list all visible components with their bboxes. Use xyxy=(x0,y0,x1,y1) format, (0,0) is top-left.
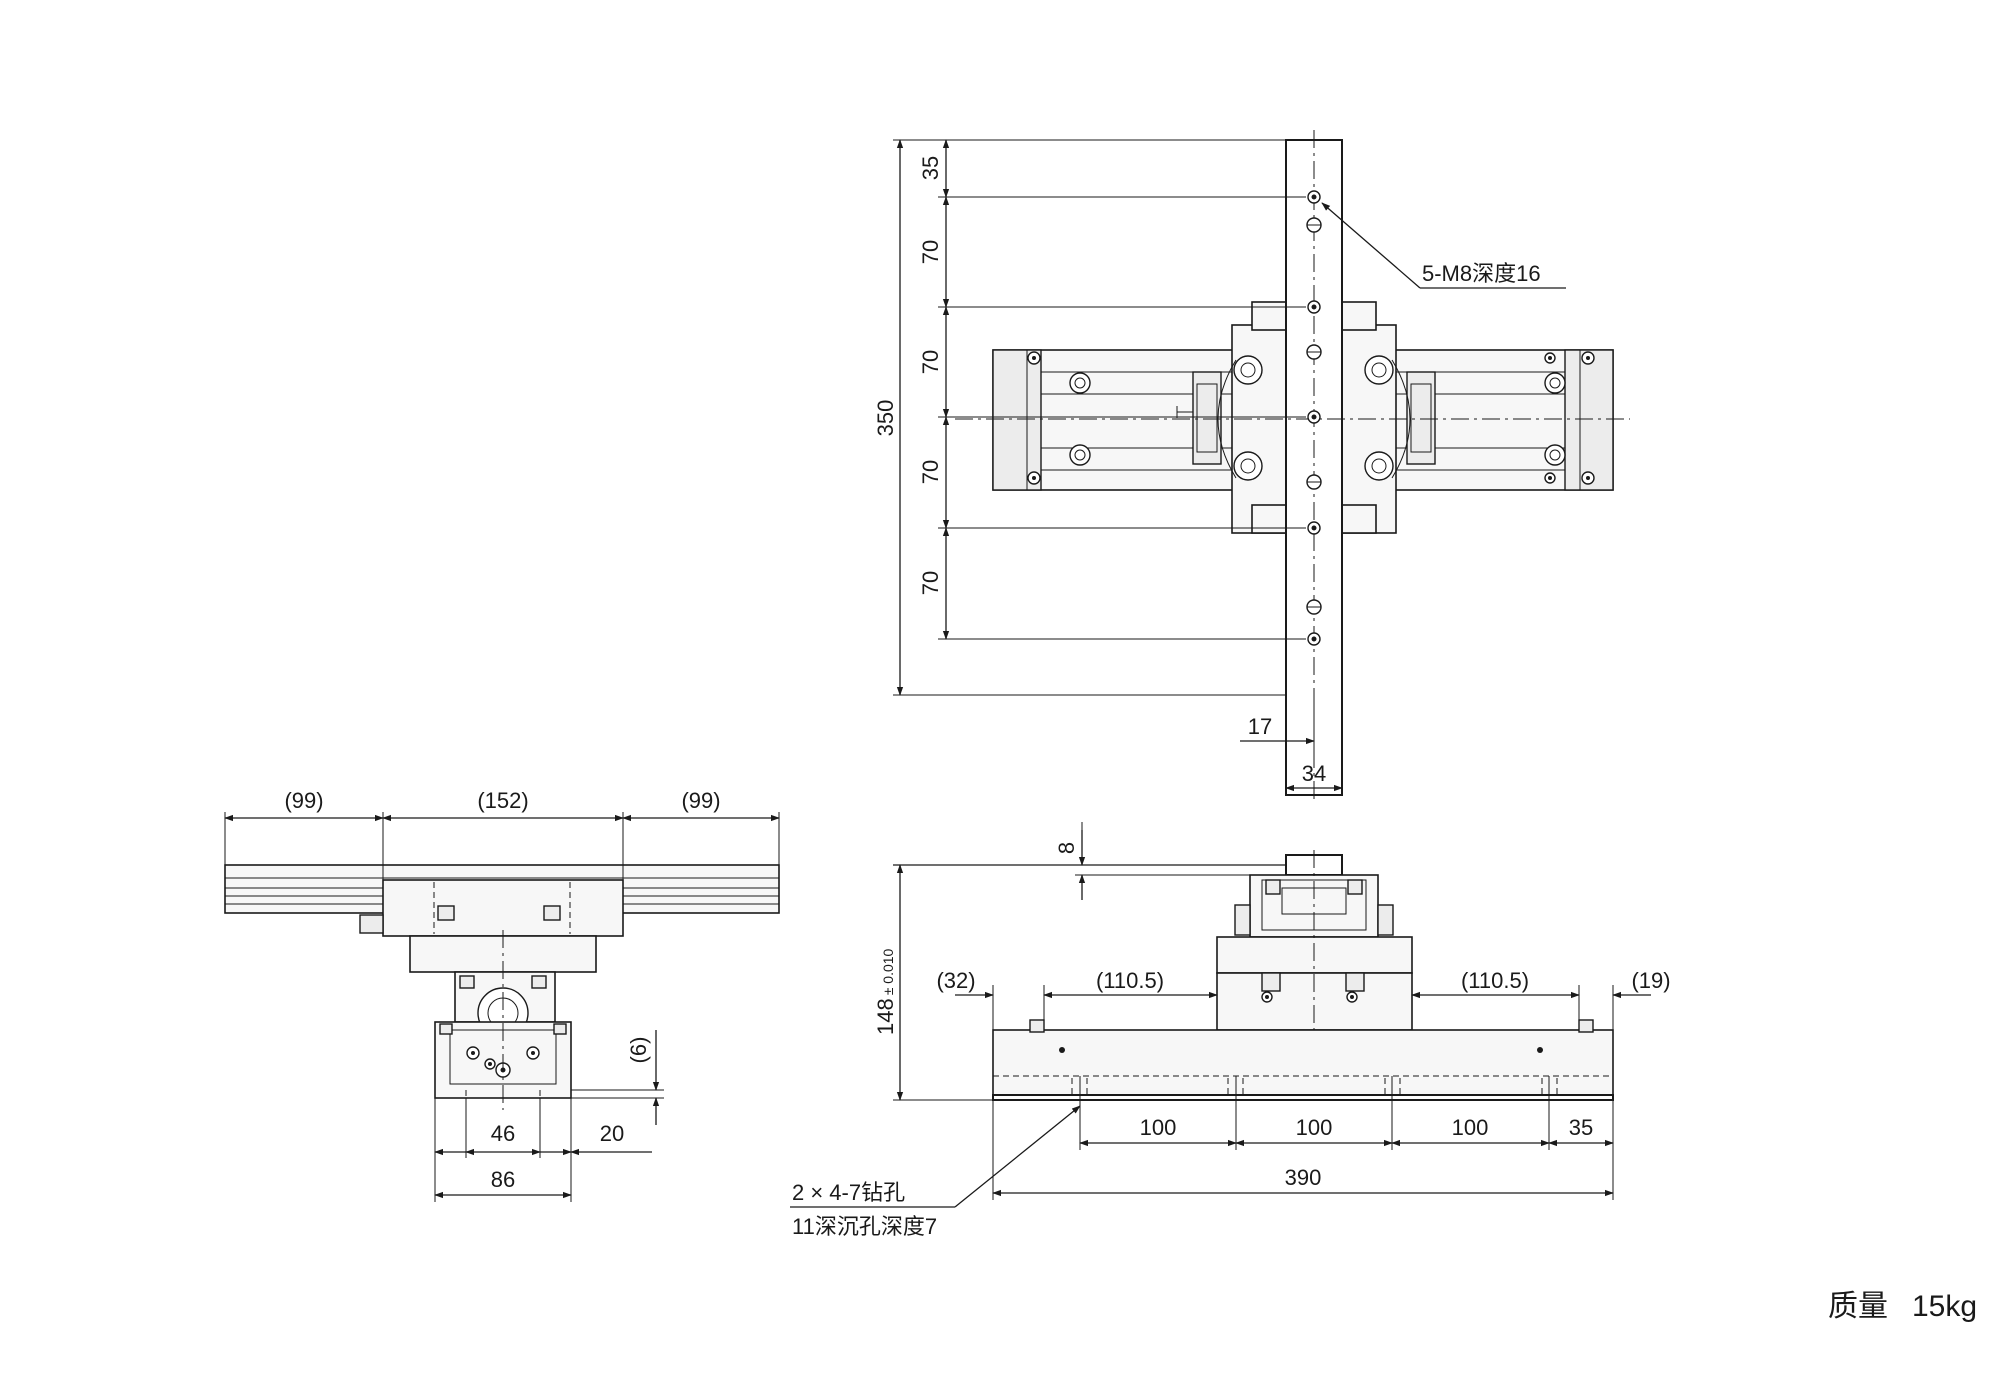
dim-35: 35 xyxy=(918,156,943,180)
dim-86: 86 xyxy=(491,1167,515,1192)
dim-6: (6) xyxy=(626,1037,651,1064)
mass-caption: 质量 xyxy=(1828,1290,1888,1323)
dim-390: 390 xyxy=(1285,1165,1322,1190)
left-view: (99) (152) (99) (6) 46 20 86 xyxy=(224,788,780,1202)
hole-note-line2: 11深沉孔深度7 xyxy=(792,1214,937,1239)
dim-70-1: 70 xyxy=(918,240,943,264)
dim-100-1: 100 xyxy=(1140,1115,1177,1140)
dim-35-end: 35 xyxy=(1569,1115,1593,1140)
top-view: 35 70 70 70 70 350 17 34 5-M8深度16 xyxy=(873,130,1630,800)
dim-100-3: 100 xyxy=(1452,1115,1489,1140)
dim-152: (152) xyxy=(477,788,528,813)
dim-46: 46 xyxy=(491,1121,515,1146)
mass-label: 质量 15kg xyxy=(1828,1290,1977,1323)
dim-20: 20 xyxy=(600,1121,624,1146)
dim-148-tolerance: ± 0.010 xyxy=(880,948,896,995)
dim-148-value: 148 xyxy=(873,998,898,1035)
hole-callout: 5-M8深度16 xyxy=(1422,261,1541,286)
dim-70-4: 70 xyxy=(918,571,943,595)
dim-110-5-right: (110.5) xyxy=(1461,968,1529,993)
dim-8: 8 xyxy=(1054,842,1079,854)
dim-32: (32) xyxy=(936,968,975,993)
dim-70-3: 70 xyxy=(918,460,943,484)
dim-17: 17 xyxy=(1248,714,1272,739)
dim-19: (19) xyxy=(1631,968,1670,993)
dim-70-2: 70 xyxy=(918,350,943,374)
dim-350: 350 xyxy=(873,400,898,437)
dim-34: 34 xyxy=(1302,761,1326,786)
dim-110-5-left: (110.5) xyxy=(1096,968,1164,993)
front-view: 8 148 ± 0.010 (32) (110.5) (110.5) (19) 1… xyxy=(790,822,1671,1239)
hole-note-line1: 2 × 4-7钻孔 xyxy=(792,1180,905,1205)
dim-99-left: (99) xyxy=(284,788,323,813)
dim-148: 148 ± 0.010 xyxy=(873,948,898,1035)
dim-99-right: (99) xyxy=(681,788,720,813)
mass-value: 15kg xyxy=(1912,1290,1977,1323)
dim-100-2: 100 xyxy=(1296,1115,1333,1140)
